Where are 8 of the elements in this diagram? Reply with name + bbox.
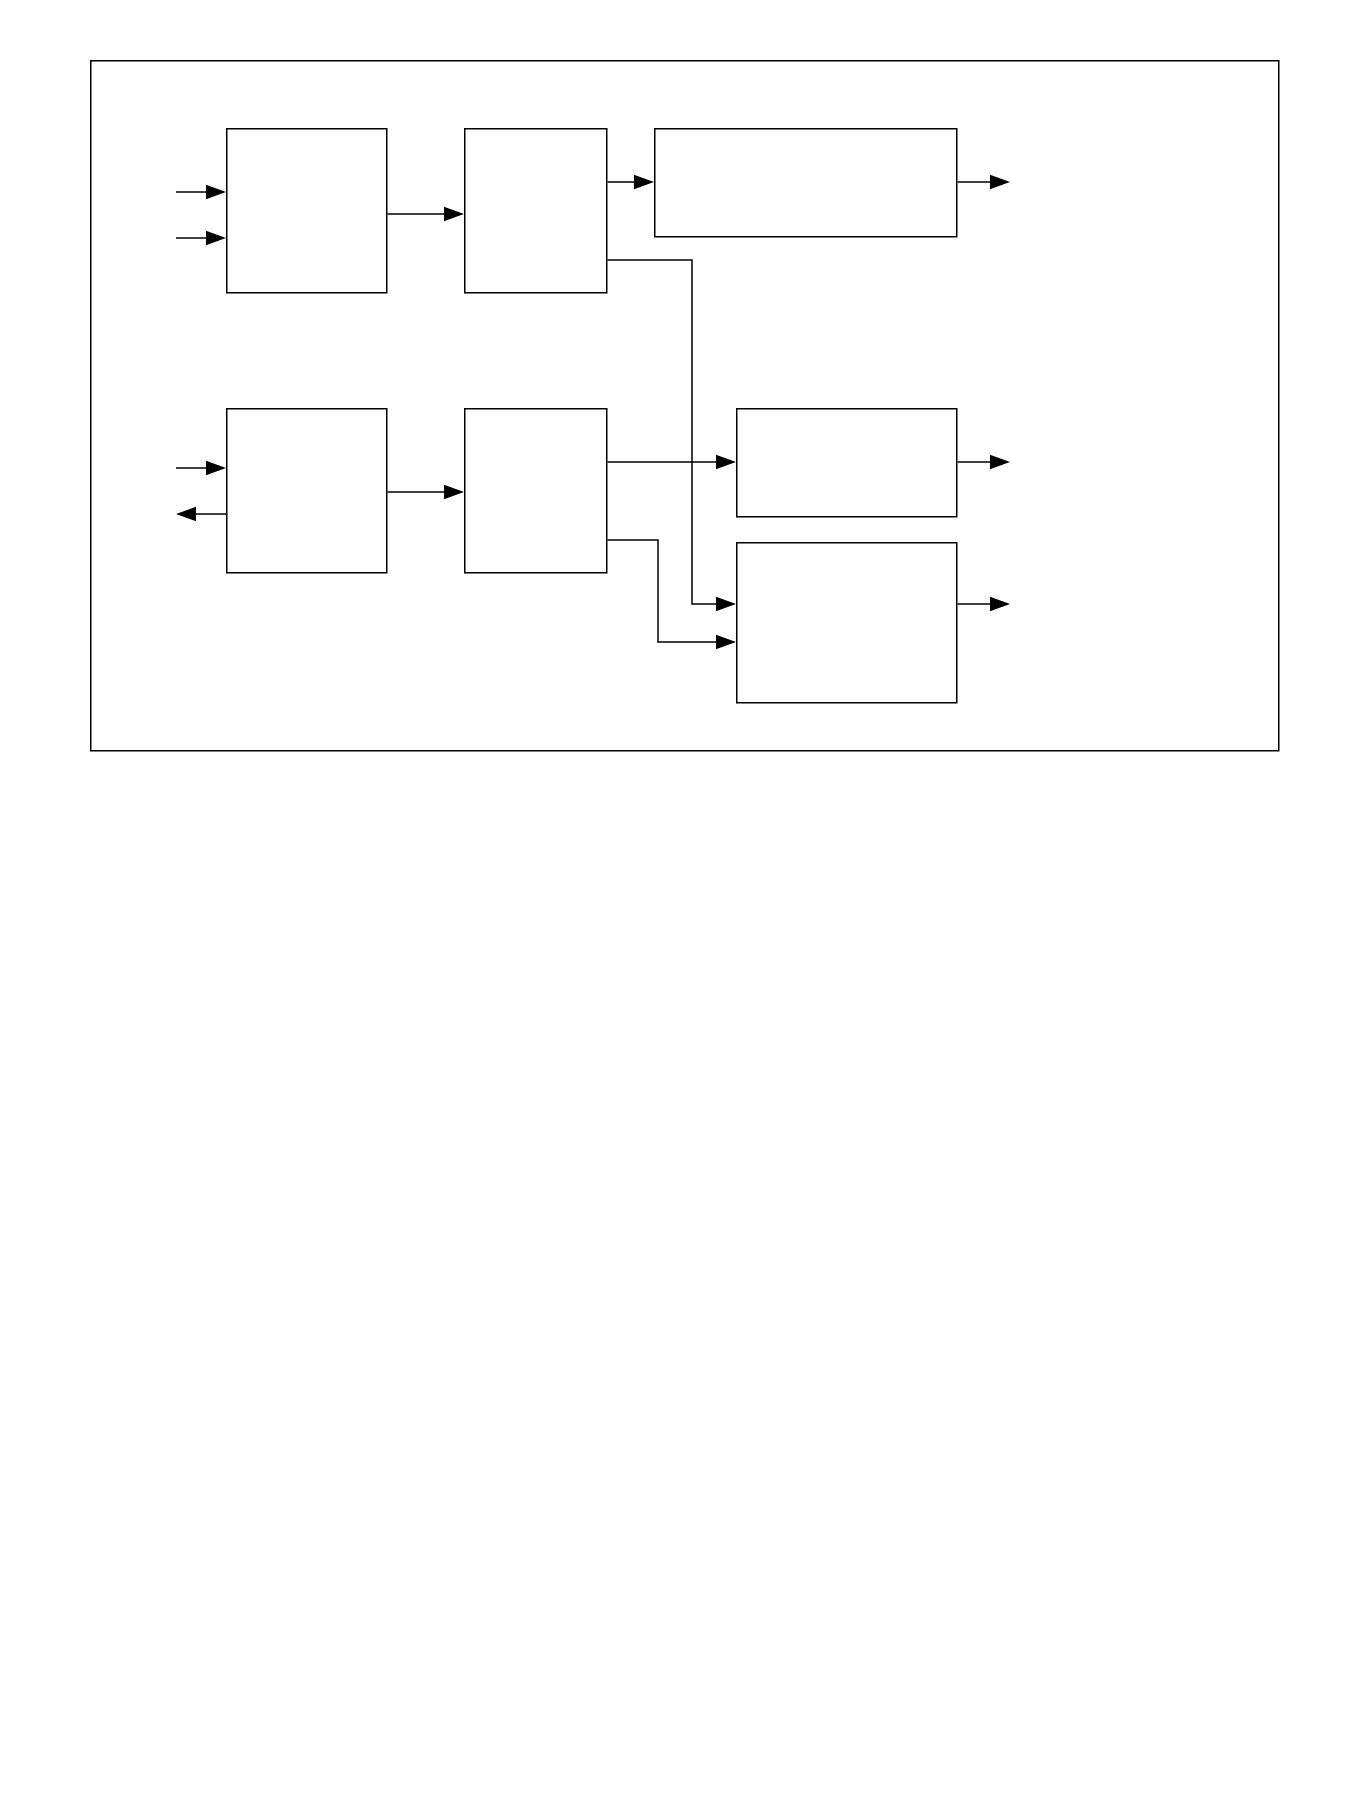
block-box xyxy=(654,128,958,238)
block-box xyxy=(226,128,388,294)
block-box xyxy=(464,128,608,294)
frame xyxy=(90,60,1280,752)
block-box xyxy=(736,542,958,704)
block-box xyxy=(226,408,388,574)
block-box xyxy=(736,408,958,518)
block-box xyxy=(464,408,608,574)
